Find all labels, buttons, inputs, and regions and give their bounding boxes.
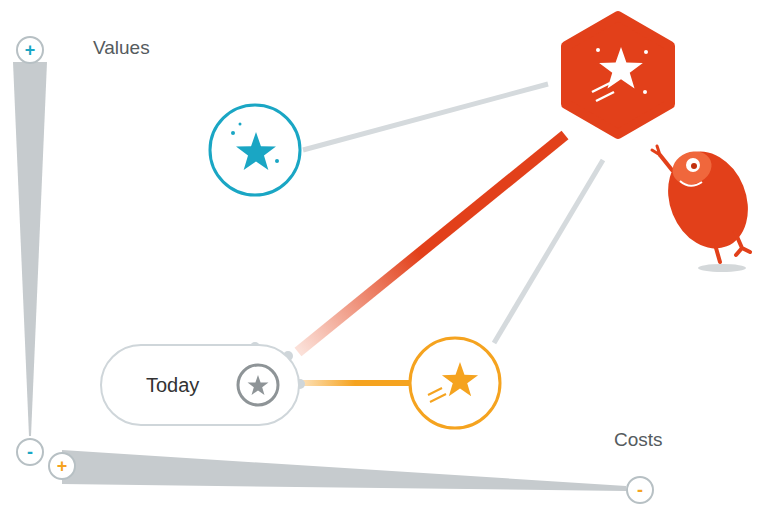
link-line <box>303 84 548 150</box>
orange-link <box>302 380 410 386</box>
robot-mascot <box>652 139 762 262</box>
axis-title: Values <box>93 37 150 59</box>
axis-end-circle: - <box>16 438 44 466</box>
link-line <box>494 160 603 343</box>
goal-hexagon <box>566 16 670 134</box>
today-pill: Today <box>100 344 300 426</box>
red-link <box>298 135 565 352</box>
robot-shadow <box>698 264 746 272</box>
cost-star <box>410 338 500 428</box>
values-axis <box>13 62 47 436</box>
sign-symbol: - <box>637 481 643 499</box>
blue-link <box>251 196 259 344</box>
axis-end-circle: + <box>16 36 44 64</box>
sign-symbol: + <box>25 41 36 59</box>
sign-symbol: - <box>27 443 33 461</box>
today-star <box>233 360 283 410</box>
value-star <box>210 105 300 195</box>
sign-symbol: + <box>57 457 68 475</box>
axis-title: Costs <box>614 429 663 451</box>
node-title: Today <box>146 374 199 397</box>
axis-end-circle: + <box>48 452 76 480</box>
costs-axis <box>62 450 626 491</box>
axis-end-circle: - <box>626 476 654 504</box>
